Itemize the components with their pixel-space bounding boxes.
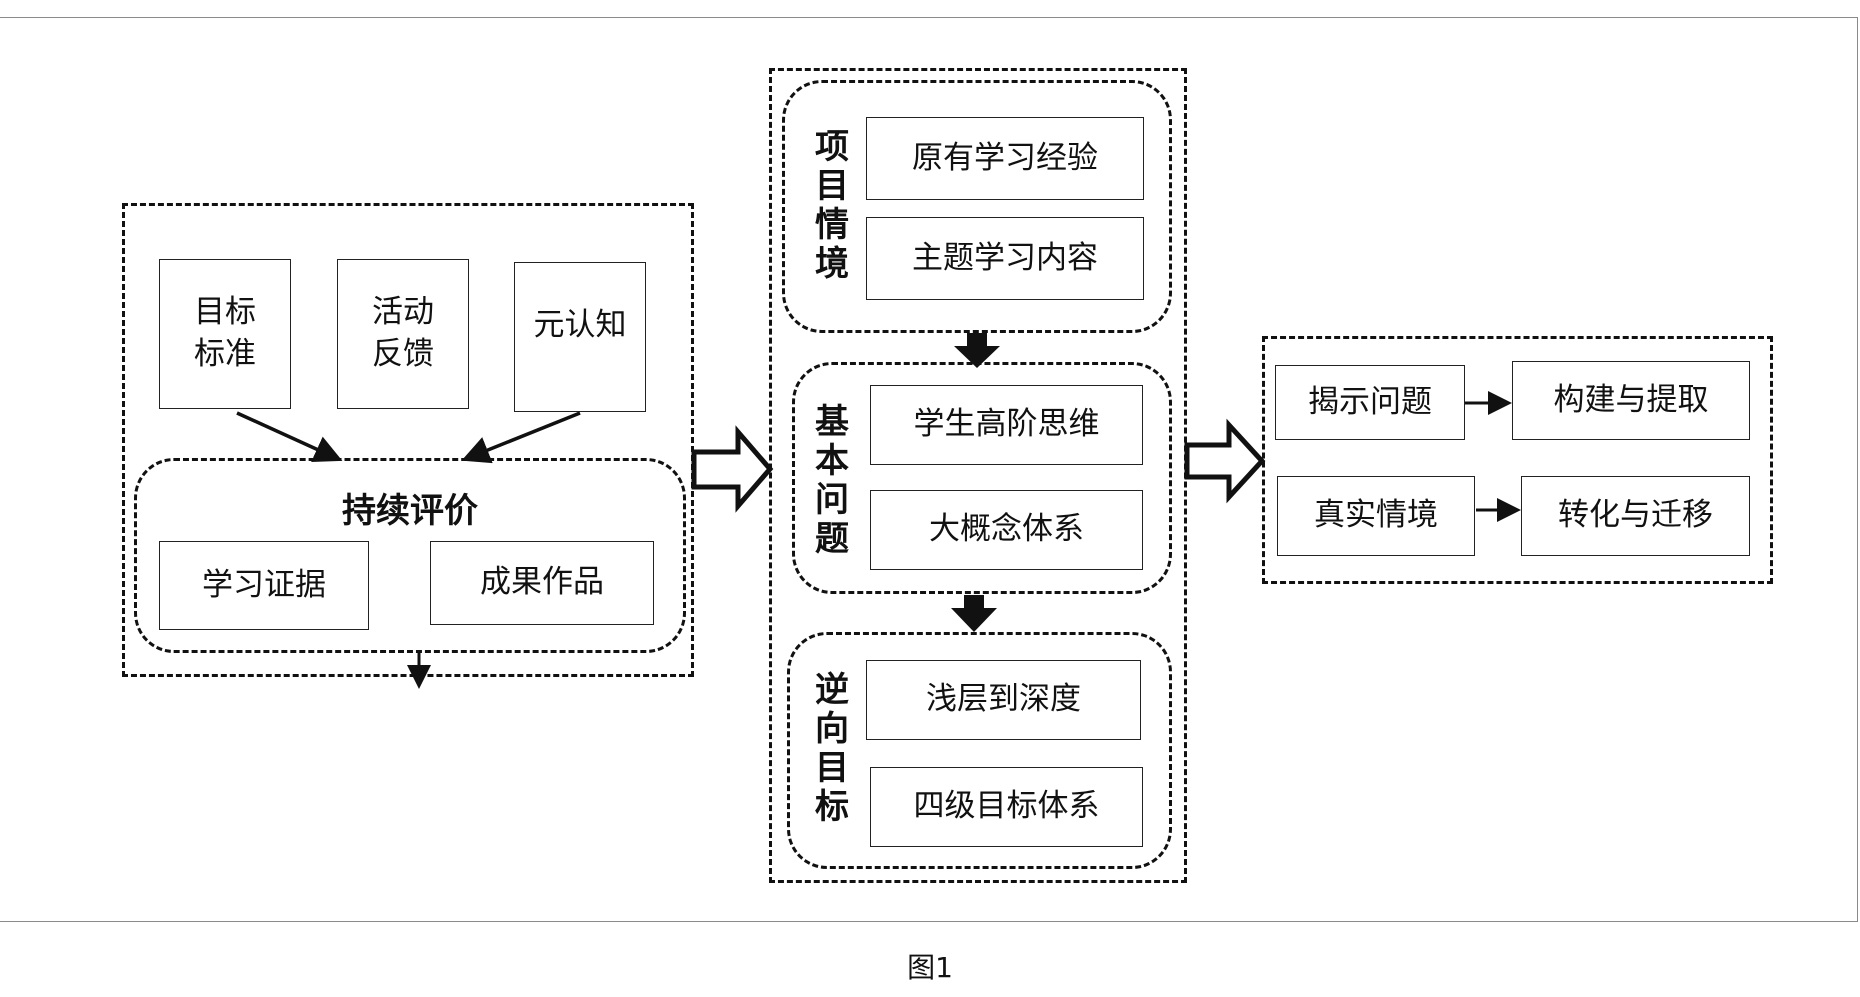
real-context-label: 真实情境: [1314, 497, 1438, 534]
metacognition-box: 元认知: [514, 262, 646, 412]
continuous-evaluation-title: 持续评价: [342, 491, 478, 531]
work-products-box: 成果作品: [430, 541, 654, 625]
essential-question-group: [792, 362, 1172, 594]
real-context-box: 真实情境: [1277, 476, 1475, 556]
higher-order-thinking-label: 学生高阶思维: [913, 406, 1100, 443]
target-standard-label: 目标 标准: [194, 294, 256, 372]
arrow-target-to-evaluation: [236, 411, 343, 463]
backward-goal-label: 逆向目标: [815, 670, 849, 827]
big-concept-label: 大概念体系: [929, 511, 1084, 548]
transfer-label: 转化与迁移: [1558, 497, 1713, 534]
arrow-metacognition-to-evaluation: [461, 411, 581, 464]
project-context-group: [782, 80, 1172, 333]
essential-question-label: 基本问题: [815, 402, 849, 559]
solid-arrow-question-to-goal: [951, 595, 997, 632]
transfer-box: 转化与迁移: [1521, 476, 1750, 556]
project-context-label: 项目情境: [815, 127, 849, 284]
learning-evidence-box: 学习证据: [159, 541, 369, 630]
construct-retrieve-label: 构建与提取: [1553, 381, 1709, 418]
theme-content-label: 主题学习内容: [912, 239, 1098, 276]
figure-frame: [0, 17, 1858, 922]
shallow-to-deep-box: 浅层到深度: [866, 660, 1141, 740]
prior-experience-label: 原有学习经验: [912, 139, 1098, 176]
continuous-evaluation-group: [134, 458, 686, 653]
work-products-label: 成果作品: [480, 564, 604, 601]
figure-caption: 图1: [907, 951, 953, 984]
shallow-to-deep-label: 浅层到深度: [926, 681, 1081, 718]
four-level-goal-box: 四级目标体系: [870, 767, 1143, 847]
metacognition-label: 元认知: [533, 307, 627, 343]
target-standard-box: 目标 标准: [159, 259, 291, 409]
activity-feedback-box: 活动 反馈: [337, 259, 469, 409]
four-level-goal-label: 四级目标体系: [913, 788, 1100, 825]
higher-order-thinking-box: 学生高阶思维: [870, 385, 1143, 465]
activity-feedback-label: 活动 反馈: [372, 294, 434, 372]
reveal-problem-box: 揭示问题: [1275, 365, 1465, 440]
big-concept-box: 大概念体系: [870, 490, 1143, 570]
reveal-problem-label: 揭示问题: [1308, 383, 1432, 420]
learning-evidence-label: 学习证据: [202, 566, 326, 603]
backward-goal-group: [787, 632, 1172, 869]
hollow-arrow-middle-to-right: [1184, 418, 1266, 504]
prior-experience-box: 原有学习经验: [866, 117, 1144, 200]
theme-content-box: 主题学习内容: [866, 217, 1144, 300]
construct-retrieve-box: 构建与提取: [1512, 361, 1750, 440]
solid-arrow-context-to-question: [954, 333, 1000, 368]
hollow-arrow-left-to-middle: [691, 425, 774, 513]
